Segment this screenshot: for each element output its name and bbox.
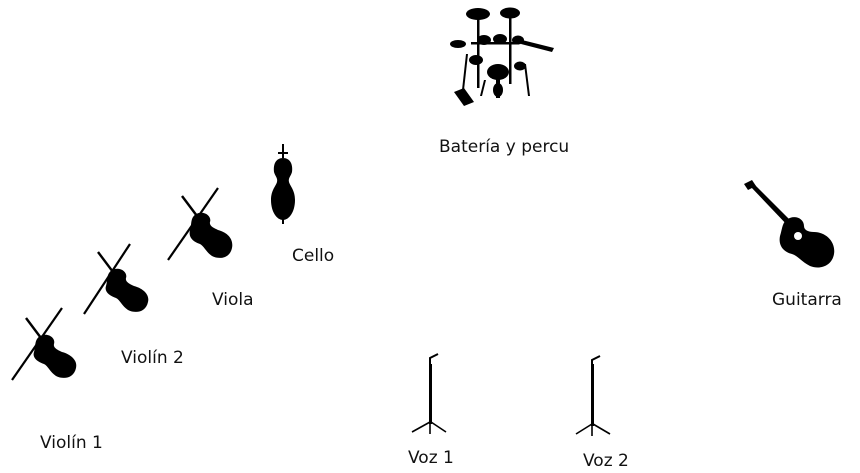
label-voz-2: Voz 2 xyxy=(583,451,629,471)
violin-icon xyxy=(83,243,149,315)
drum-kit-icon xyxy=(450,7,554,106)
label-cello: Cello xyxy=(292,246,335,266)
cello-icon xyxy=(271,144,295,224)
label-drums: Batería y percu xyxy=(439,137,570,157)
label-voz-1: Voz 1 xyxy=(408,448,454,468)
label-guitar: Guitarra xyxy=(772,290,842,310)
acoustic-guitar-icon xyxy=(744,180,835,268)
label-viola: Viola xyxy=(212,290,254,310)
violin-icon xyxy=(11,307,77,381)
mic-stand-icon xyxy=(411,353,447,434)
mic-stand-icon xyxy=(575,355,611,436)
label-violin-1: Violín 1 xyxy=(40,433,103,453)
viola-icon xyxy=(167,187,233,261)
label-violin-2: Violín 2 xyxy=(121,348,184,368)
